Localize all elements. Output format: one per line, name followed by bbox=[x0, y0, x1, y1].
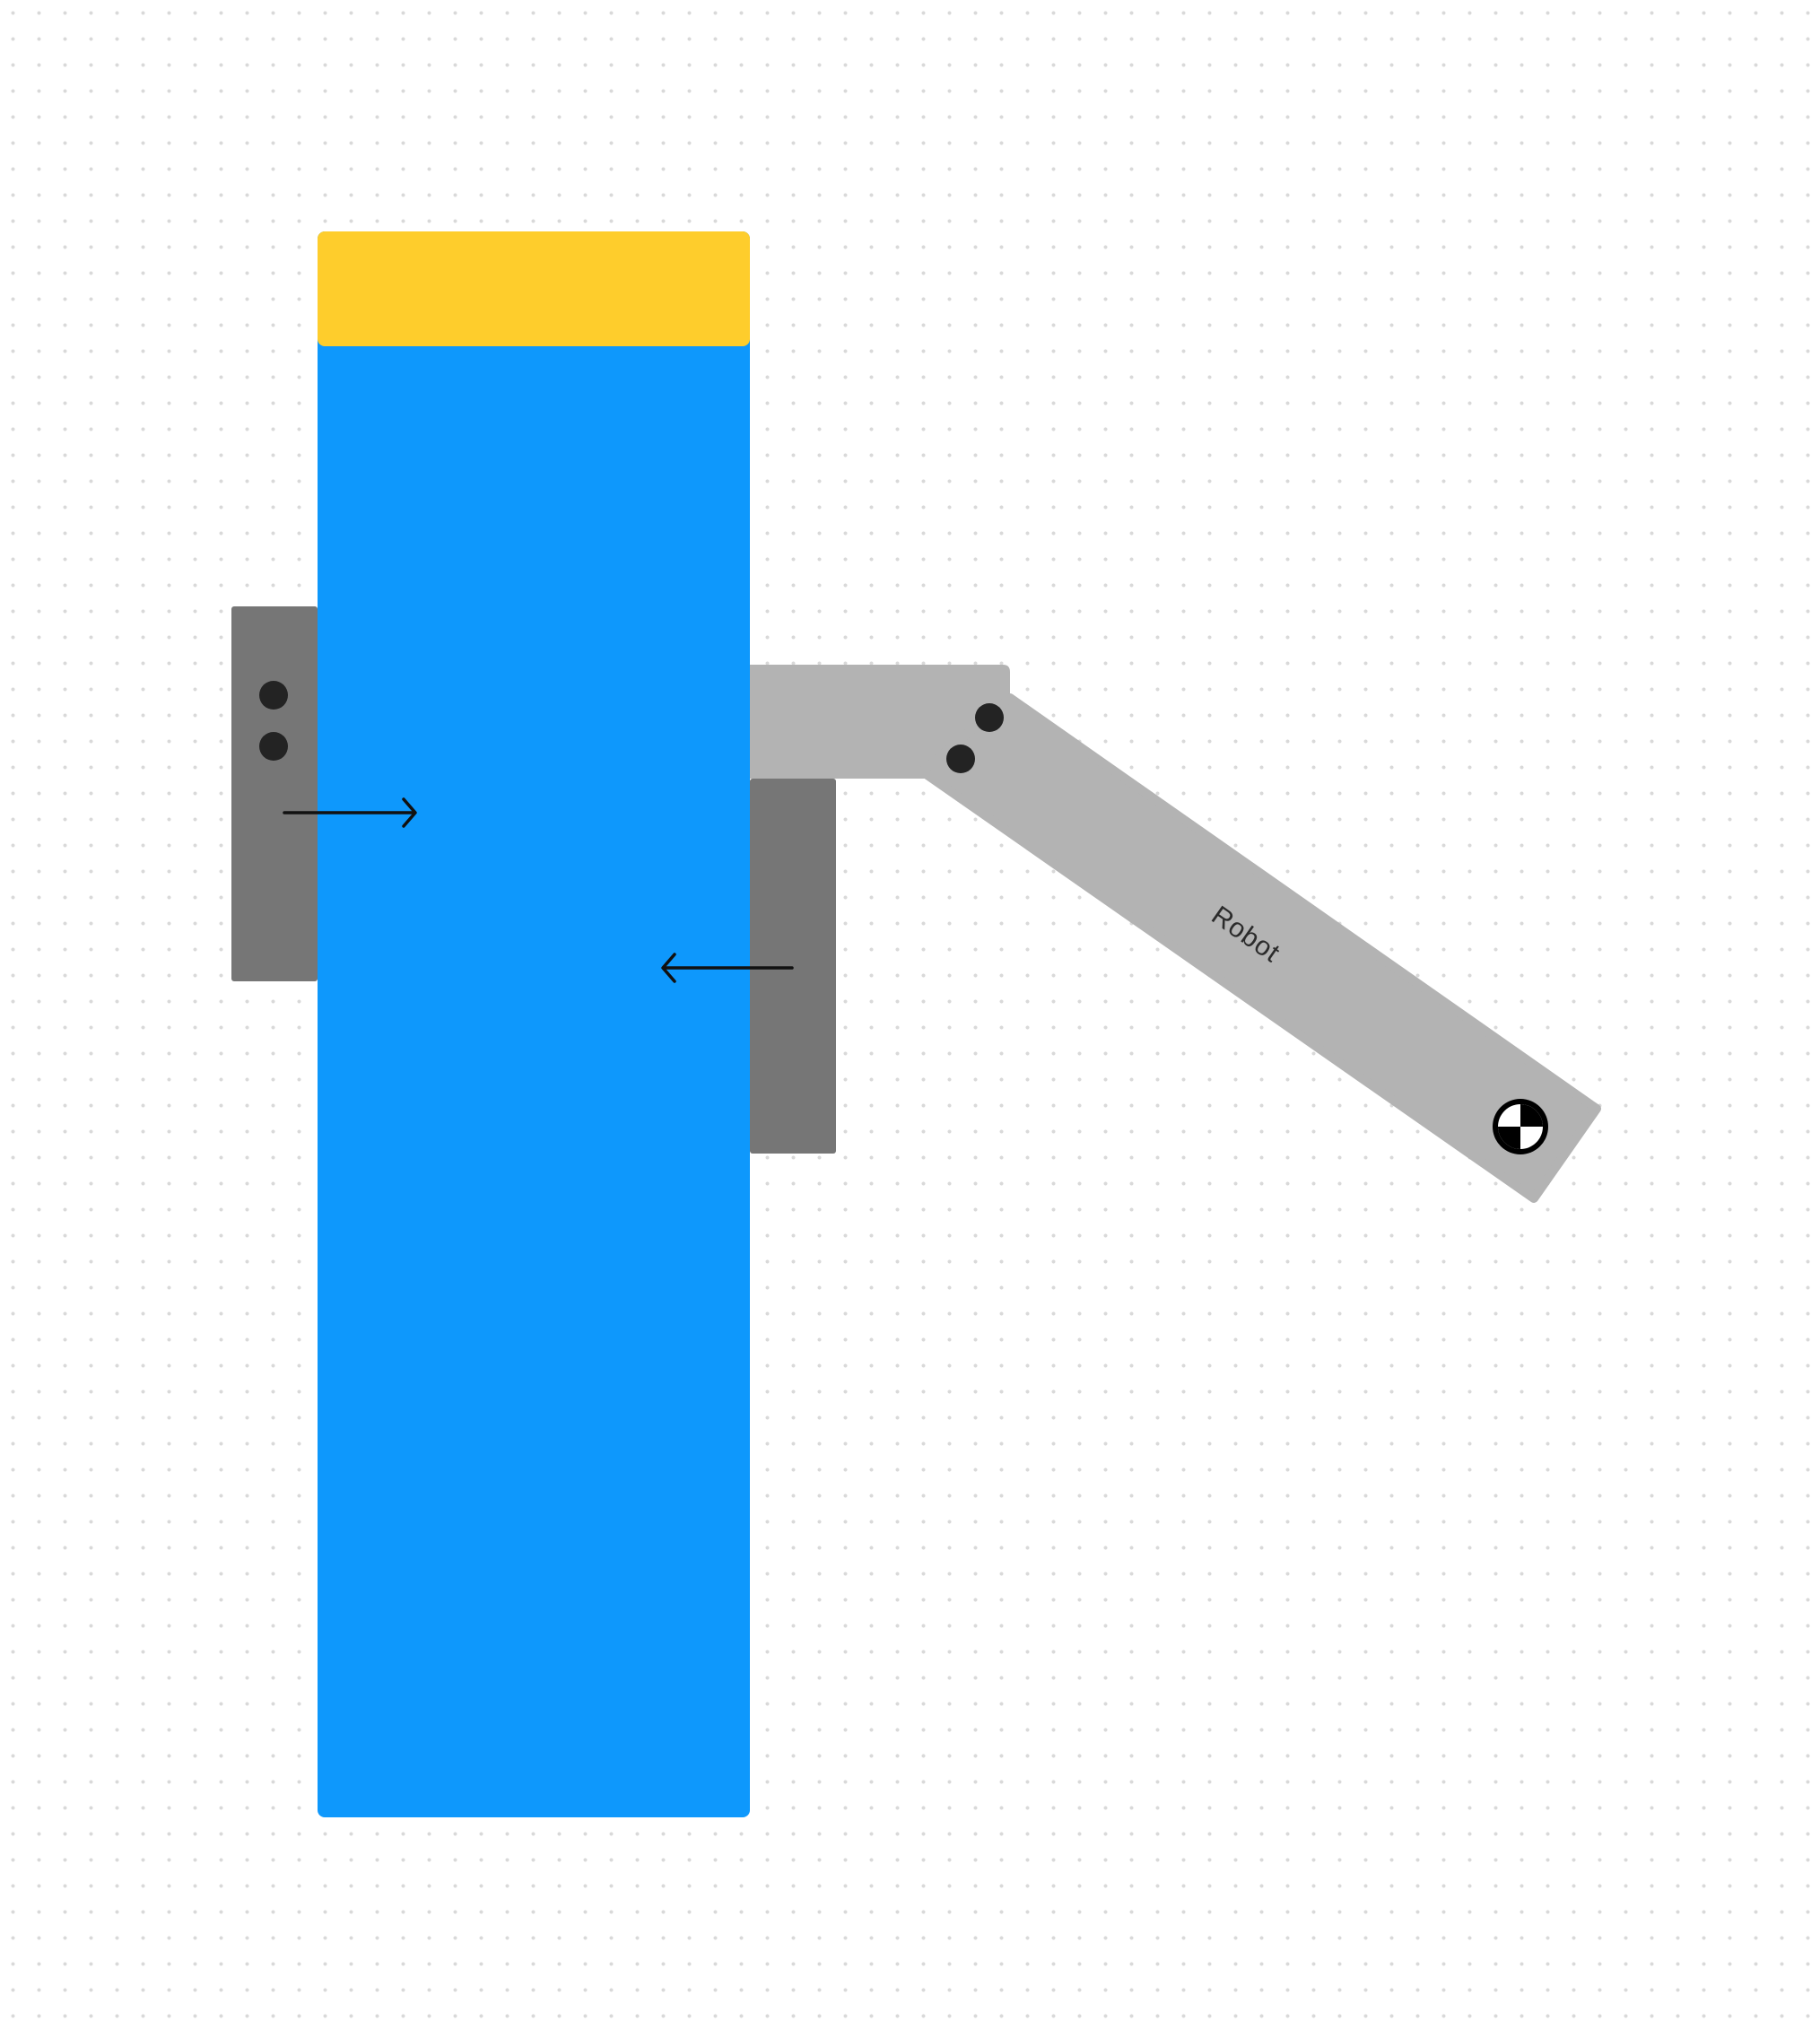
left-plate-joint-dot-bottom bbox=[259, 732, 288, 761]
robot-forearm[interactable] bbox=[918, 693, 1601, 1203]
elbow-joint-dot-upper bbox=[975, 703, 1004, 732]
right-gripper-plate[interactable] bbox=[750, 779, 836, 1154]
push-arrow-right bbox=[283, 797, 417, 828]
column-body[interactable] bbox=[318, 231, 750, 1817]
elbow-joint-dot-lower bbox=[946, 745, 975, 773]
left-plate-joint-dot-top bbox=[259, 681, 288, 710]
left-gripper-plate[interactable] bbox=[231, 606, 318, 981]
center-of-mass-icon bbox=[1493, 1099, 1548, 1154]
column-cap[interactable] bbox=[318, 231, 750, 346]
push-arrow-left bbox=[661, 953, 794, 983]
